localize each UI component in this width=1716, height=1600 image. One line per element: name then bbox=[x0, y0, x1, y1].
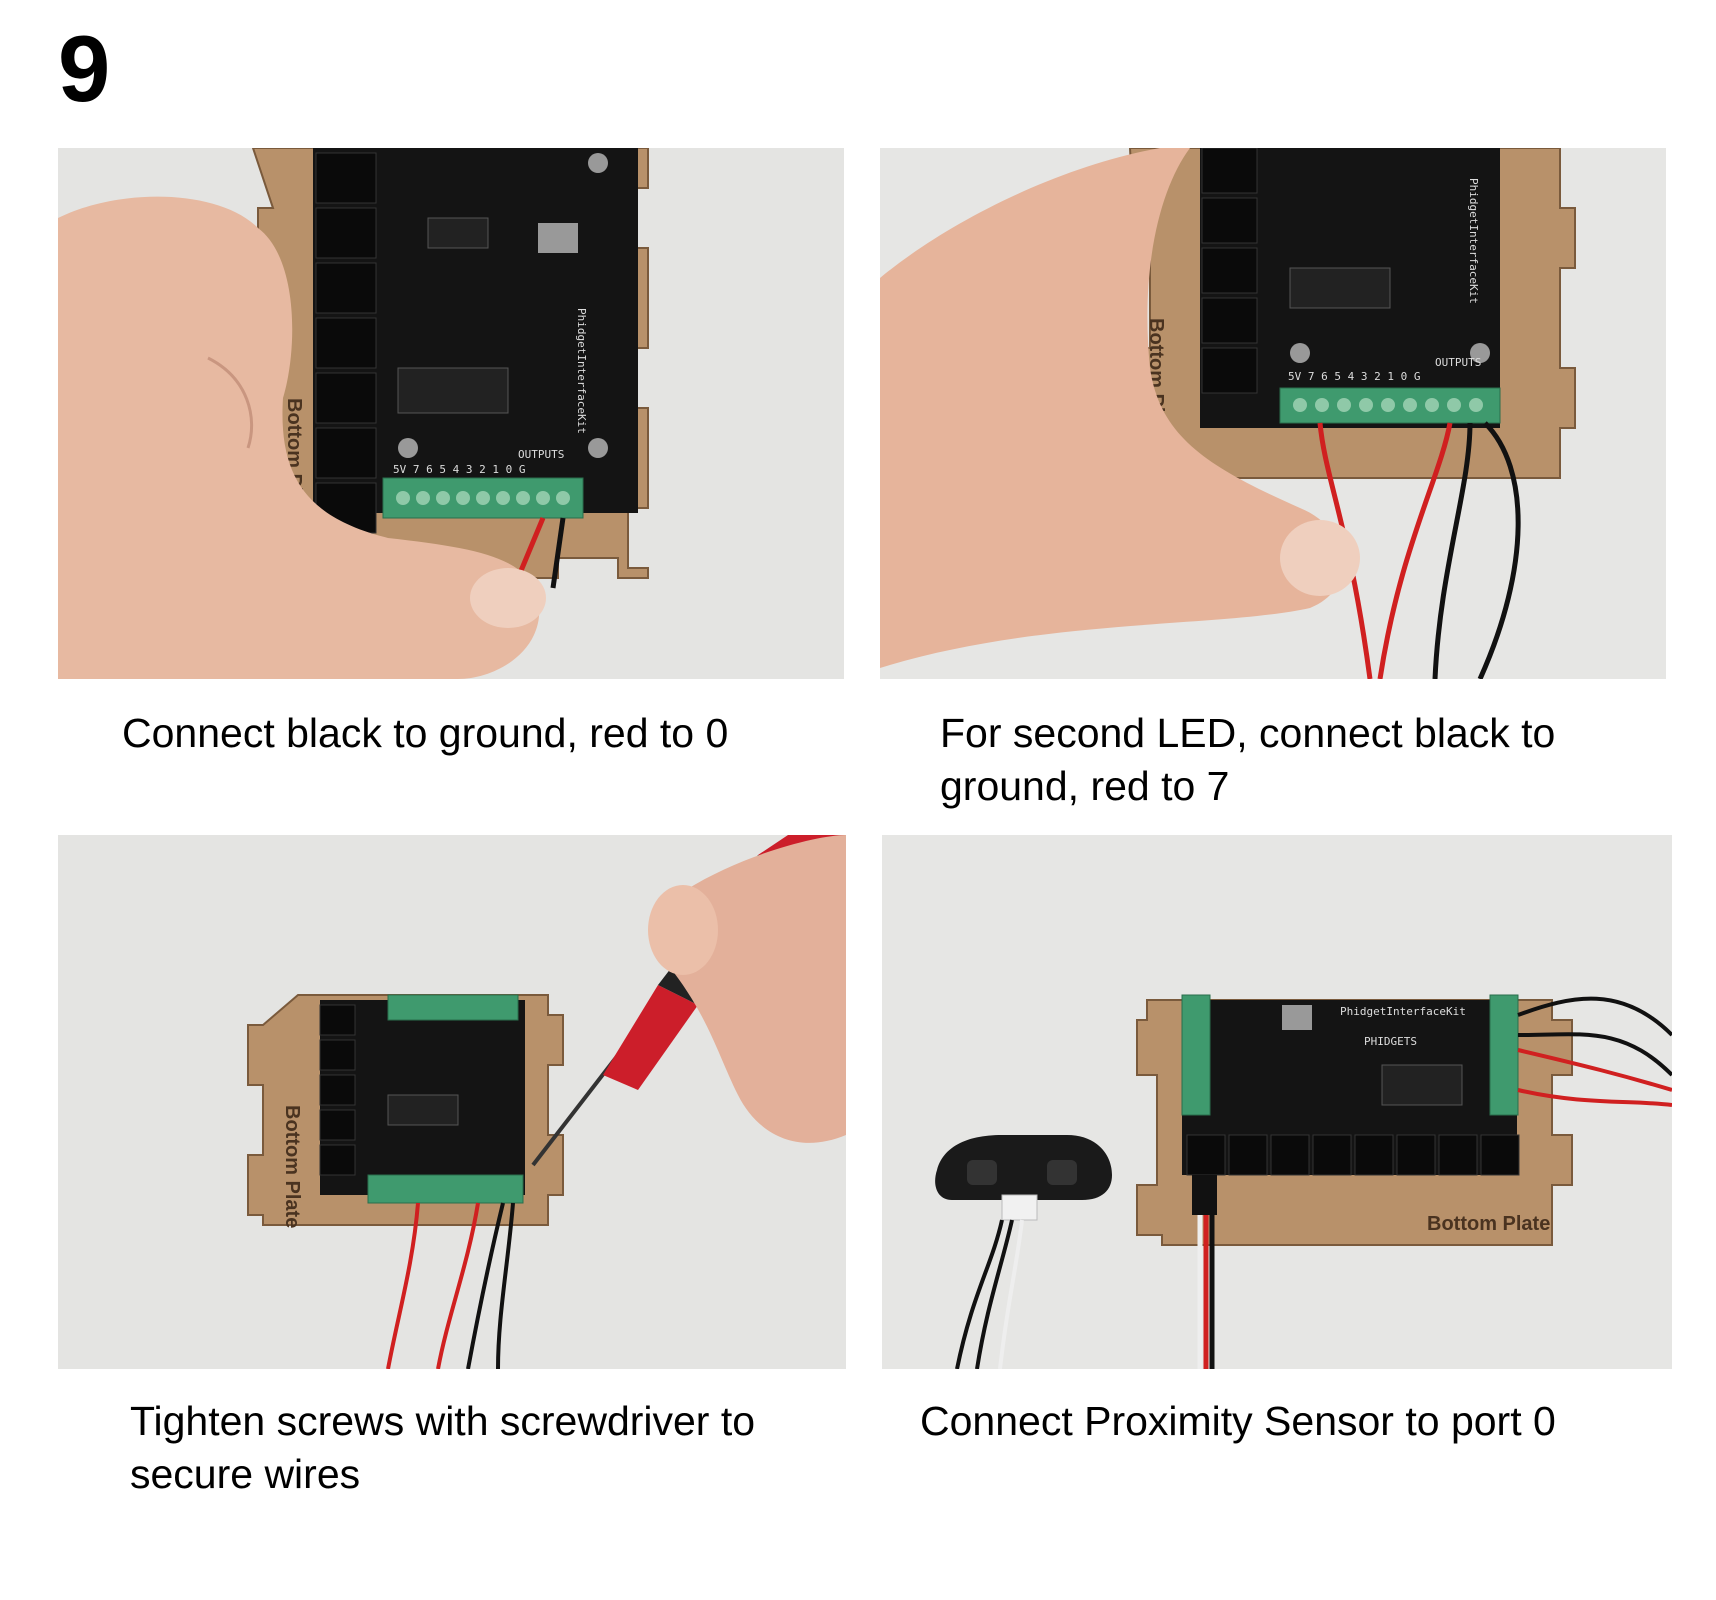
photo-1-image: Bottom Plate PhidgetInterfaceKit OUTPUTS… bbox=[58, 148, 844, 679]
caption-3: Tighten screws with screwdriver to secur… bbox=[130, 1398, 756, 1497]
brand-label-4: PHIDGETS bbox=[1364, 1035, 1417, 1048]
output-pins-2: 5V 7 6 5 4 3 2 1 0 G bbox=[1288, 370, 1420, 383]
board-name-2: PhidgetInterfaceKit bbox=[1467, 178, 1480, 304]
outputs-label-1: OUTPUTS bbox=[518, 448, 564, 461]
caption-1: Connect black to ground, red to 0 bbox=[122, 710, 729, 756]
photo-connect-proximity-sensor: Bottom Plate PhidgetInterfaceKit PHIDGET… bbox=[882, 835, 1672, 1369]
board-name-1: PhidgetInterfaceKit bbox=[575, 308, 588, 434]
outputs-label-2: OUTPUTS bbox=[1435, 356, 1481, 369]
photo-tighten-screws: Bottom Plate bbox=[58, 835, 846, 1369]
caption-2: For second LED, connect black to ground,… bbox=[940, 710, 1556, 809]
photo-4-image: Bottom Plate PhidgetInterfaceKit PHIDGET… bbox=[882, 835, 1672, 1369]
photo-connect-first-led: Bottom Plate PhidgetInterfaceKit OUTPUTS… bbox=[58, 148, 844, 679]
caption-4: Connect Proximity Sensor to port 0 bbox=[920, 1398, 1556, 1444]
photo-connect-second-led: Bottom Plate PhidgetInterfaceKit OUTPUTS… bbox=[880, 148, 1666, 679]
photo-3-image: Bottom Plate bbox=[58, 835, 846, 1369]
output-pins-1: 5V 7 6 5 4 3 2 1 0 G bbox=[393, 463, 525, 476]
step-number: 9 bbox=[58, 16, 111, 121]
plate-label-3: Bottom Plate bbox=[281, 1105, 303, 1228]
photo-2-image: Bottom Plate PhidgetInterfaceKit OUTPUTS… bbox=[880, 148, 1666, 679]
plate-label-4: Bottom Plate bbox=[1427, 1213, 1550, 1235]
board-name-4: PhidgetInterfaceKit bbox=[1340, 1005, 1466, 1018]
